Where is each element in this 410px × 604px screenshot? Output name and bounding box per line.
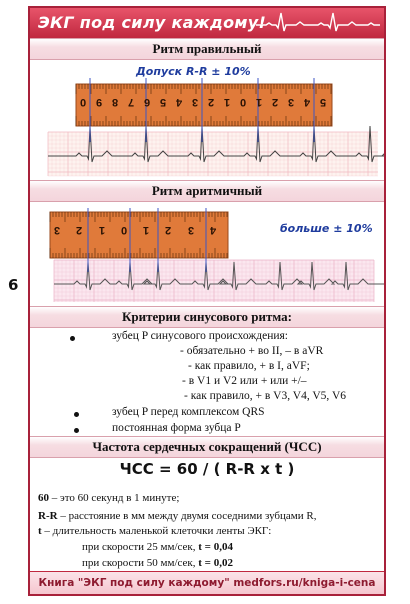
ecg-trace: [48, 125, 394, 163]
speed-var: t =: [198, 557, 214, 569]
definition-60: 60 – это 60 секунд в 1 минуте;: [38, 492, 179, 504]
criteria-item: - обязательно + во II, – в aVR: [180, 345, 324, 357]
ruler-label: 5: [320, 96, 327, 108]
criteria-item: - в V1 и V2 или + или +/–: [182, 375, 307, 387]
section-arrhythmic-title: Ритм аритмичный: [30, 180, 384, 202]
ruler-label: 5: [160, 96, 167, 108]
definition-text: – расстояние в мм между двумя соседними …: [57, 510, 317, 522]
regular-rhythm-figure: [47, 78, 394, 177]
criteria-list: зубец P синусового происхождения: - обяз…: [30, 326, 384, 442]
ruler-label: 0: [80, 96, 87, 108]
ruler-label: 3: [187, 224, 194, 236]
regular-rhythm-caption: Допуск R-R ± 10%: [136, 65, 251, 78]
ruler: [75, 83, 333, 127]
ruler-label: 0: [120, 224, 127, 236]
ruler-label: 1: [224, 96, 231, 108]
arrhythmic-rhythm-caption: больше ± 10%: [280, 222, 373, 235]
ecg-wave-icon: [256, 12, 380, 32]
arrhythmic-rhythm-panel: больше ± 10% 3 2 1 0 1 2 3 4: [30, 202, 384, 306]
speed-value: 0,04: [213, 541, 233, 553]
ruler-label: 2: [165, 224, 172, 236]
bullet-icon: [74, 412, 79, 417]
definition-term: 60: [38, 492, 49, 504]
section-regular-title: Ритм правильный: [30, 38, 384, 60]
ruler-label: 4: [176, 96, 183, 108]
criteria-item: - как правило, + в V3, V4, V5, V6: [184, 390, 347, 402]
ruler-label: 1: [256, 96, 263, 108]
definition-text: – длительность маленькой клеточки ленты …: [41, 525, 272, 537]
criteria-item: - как правило, + в I, aVF;: [188, 360, 310, 372]
ruler-label: 6: [144, 96, 151, 108]
bullet-icon: [70, 336, 75, 341]
ecg-trace: [54, 261, 384, 291]
ecg-card: ЭКГ под силу каждому! Ритм правильный До…: [28, 6, 394, 596]
definition-term: R-R: [38, 510, 58, 522]
header-title: ЭКГ под силу каждому!: [38, 13, 267, 32]
ruler-label: 3: [192, 96, 199, 108]
ruler-label: 2: [272, 96, 279, 108]
criteria-item: зубец P синусового происхождения:: [112, 330, 288, 342]
ruler-label: 8: [112, 96, 119, 108]
ruler-label: 4: [304, 96, 311, 108]
book-footer: Книга "ЭКГ под силу каждому" medfors.ru/…: [30, 571, 384, 594]
page-number: 6: [8, 276, 19, 294]
speed-label: при скорости 50 мм/сек,: [82, 557, 199, 569]
ruler-label: 3: [288, 96, 295, 108]
criteria-item: зубец P перед комплексом QRS: [112, 406, 265, 418]
ruler-label: 2: [76, 224, 83, 236]
ruler-label: 0: [240, 96, 247, 108]
speed-25: при скорости 25 мм/сек, t = 0,04: [82, 541, 233, 553]
speed-label: при скорости 25 мм/сек,: [82, 541, 199, 553]
ruler-label: 7: [128, 96, 135, 108]
bullet-icon: [74, 428, 79, 433]
definition-text: – это 60 секунд в 1 минуте;: [49, 492, 180, 504]
definition-term: t: [38, 525, 42, 537]
section-heart-rate-title: Частота сердечных сокращений (ЧСС): [30, 436, 384, 458]
definition-t: t – длительность маленькой клеточки лент…: [38, 525, 271, 537]
ruler-label: 1: [98, 224, 105, 236]
section-criteria-title: Критерии синусового ритма:: [30, 306, 384, 328]
speed-var: t =: [198, 541, 214, 553]
ruler-label: 1: [143, 224, 150, 236]
speed-value: 0,02: [213, 557, 233, 569]
ruler-label: 9: [96, 96, 103, 108]
ruler: [49, 211, 229, 259]
ruler-label: 3: [54, 224, 61, 236]
ruler-label: 4: [209, 224, 216, 236]
card-header: ЭКГ под силу каждому!: [30, 8, 384, 40]
ruler-label: 2: [208, 96, 215, 108]
arrhythmic-rhythm-figure: [49, 208, 384, 302]
speed-50: при скорости 50 мм/сек, t = 0,02: [82, 557, 233, 569]
heart-rate-formula: ЧСС = 60 / ( R-R x t ): [119, 460, 295, 478]
criteria-item: постоянная форма зубца P: [112, 422, 241, 434]
definition-rr: R-R – расстояние в мм между двумя соседн…: [38, 510, 316, 522]
ecg-grid-paper: [48, 132, 378, 176]
